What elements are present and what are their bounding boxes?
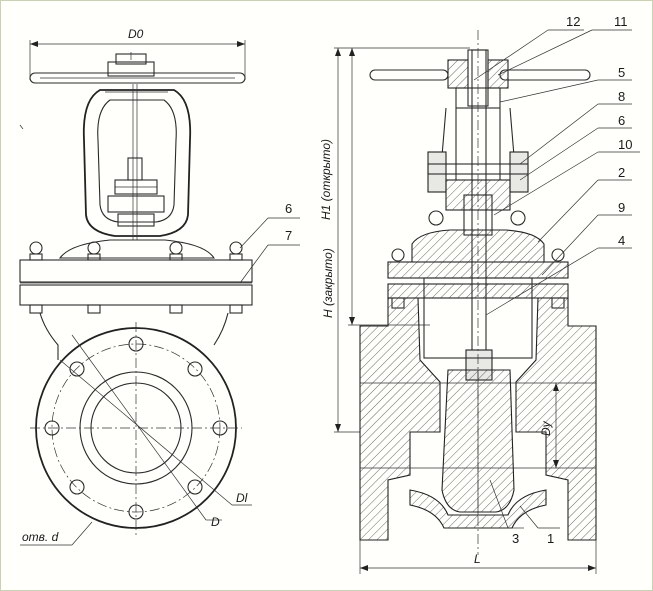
- d1-leader: [59, 359, 233, 506]
- dy-label: Dy: [539, 420, 553, 436]
- callout-section-2: 2: [618, 165, 625, 180]
- callout-section-1: 1: [547, 531, 554, 546]
- callout-section-10: 10: [618, 137, 632, 152]
- callout-section-11: 11: [614, 14, 628, 29]
- body-outline: [39, 312, 229, 360]
- pipe-flange: [30, 322, 242, 536]
- section-view: H (закрыто) H1 (открыто): [319, 14, 640, 574]
- callout-section-9: 9: [618, 200, 625, 215]
- handwheel: [29, 52, 246, 84]
- callout-7-leader: [239, 244, 269, 284]
- h1-label: H1 (открыто): [319, 139, 333, 220]
- callout-section-3: 3: [512, 531, 519, 546]
- d-leader: [71, 334, 207, 521]
- callout-6-leader: [239, 217, 269, 249]
- callout-section-4: 4: [618, 233, 625, 248]
- section-handwheel: [369, 49, 591, 109]
- callout-section-12: 12: [566, 14, 580, 29]
- callout-section-8: 8: [618, 89, 625, 104]
- stray-mark: [19, 124, 24, 130]
- front-view: D0: [19, 27, 300, 546]
- callout-section-5: 5: [618, 65, 625, 80]
- section-callout-leaders: [473, 29, 640, 529]
- yoke: [82, 84, 192, 240]
- callout-front-6: 6: [285, 201, 292, 216]
- l-label: L: [474, 552, 481, 566]
- flange-bolts-top: [29, 241, 243, 314]
- bonnet: [40, 239, 234, 261]
- body-flange: [19, 259, 253, 306]
- h-label: H (закрыто): [321, 248, 335, 318]
- callout-section-6: 6: [618, 113, 625, 128]
- holes-label: отв. d: [22, 530, 59, 544]
- d1-label: Dl: [236, 491, 248, 505]
- gland: [107, 157, 165, 227]
- callout-front-7: 7: [285, 228, 292, 243]
- d0-label: D0: [128, 27, 144, 41]
- d-label: D: [211, 515, 220, 529]
